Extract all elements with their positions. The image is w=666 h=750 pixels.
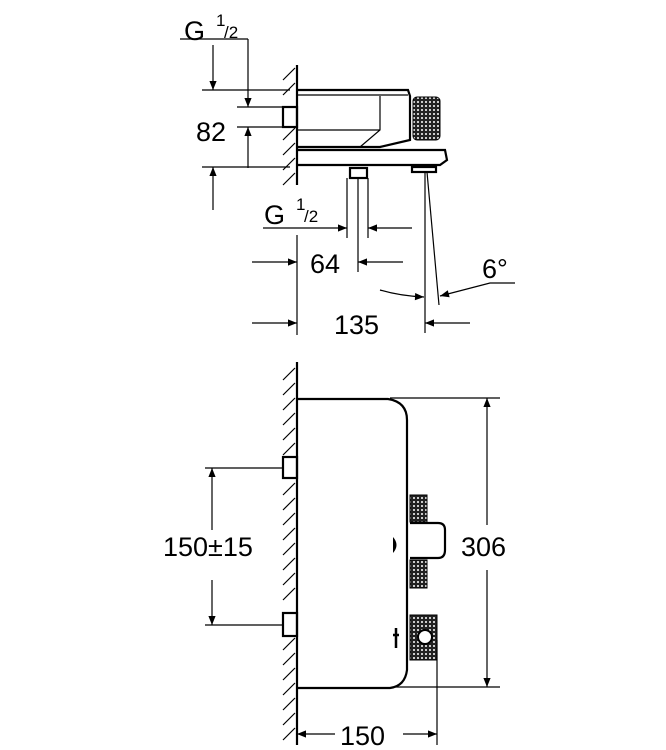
thermostat-body-front [298,397,409,690]
inlet-stub-lower [281,611,299,638]
dimension-lines-side [180,38,515,335]
inlet-spacing-dim: 150±15 [163,532,253,562]
wall-hatching [282,362,299,745]
flow-marker-icon [393,628,399,648]
temperature-knob-knurl-lower [409,559,428,589]
outlet-thread-numerator: 1 [296,195,305,214]
depth-dim-135: 135 [334,310,379,340]
outlet-thread-label: G [264,200,285,230]
temperature-knob-knurl-upper [409,494,428,523]
spout-outlet [410,165,438,174]
inlet-thread-slash-denominator: /2 [224,23,238,42]
thermostat-body-side [281,88,449,180]
side-view: G 1 /2 82 G 1 /2 64 6° 135 [180,11,515,340]
spout-angle-label: 6° [482,254,508,284]
outlet-thread-slash-denominator: /2 [304,207,318,226]
inlet-thread-label: G [184,16,205,46]
inlet-stub-upper [281,455,299,480]
flow-knob-center [417,629,433,645]
shelf-plate [297,148,449,167]
outlet-connector [348,166,369,180]
inlet-thread-numerator: 1 [216,11,225,30]
height-dim-82: 82 [196,117,226,147]
height-dim-306: 306 [461,532,506,562]
temperature-knob-knurl [412,96,441,141]
temperature-marker-icon [393,537,397,553]
front-view: 150±15 306 150 [163,362,506,750]
inlet-stub [281,105,299,129]
depth-dim-150: 150 [340,721,385,750]
offset-dim-64: 64 [310,249,340,279]
safety-lever [410,521,447,560]
dimension-lines-front [205,397,500,745]
